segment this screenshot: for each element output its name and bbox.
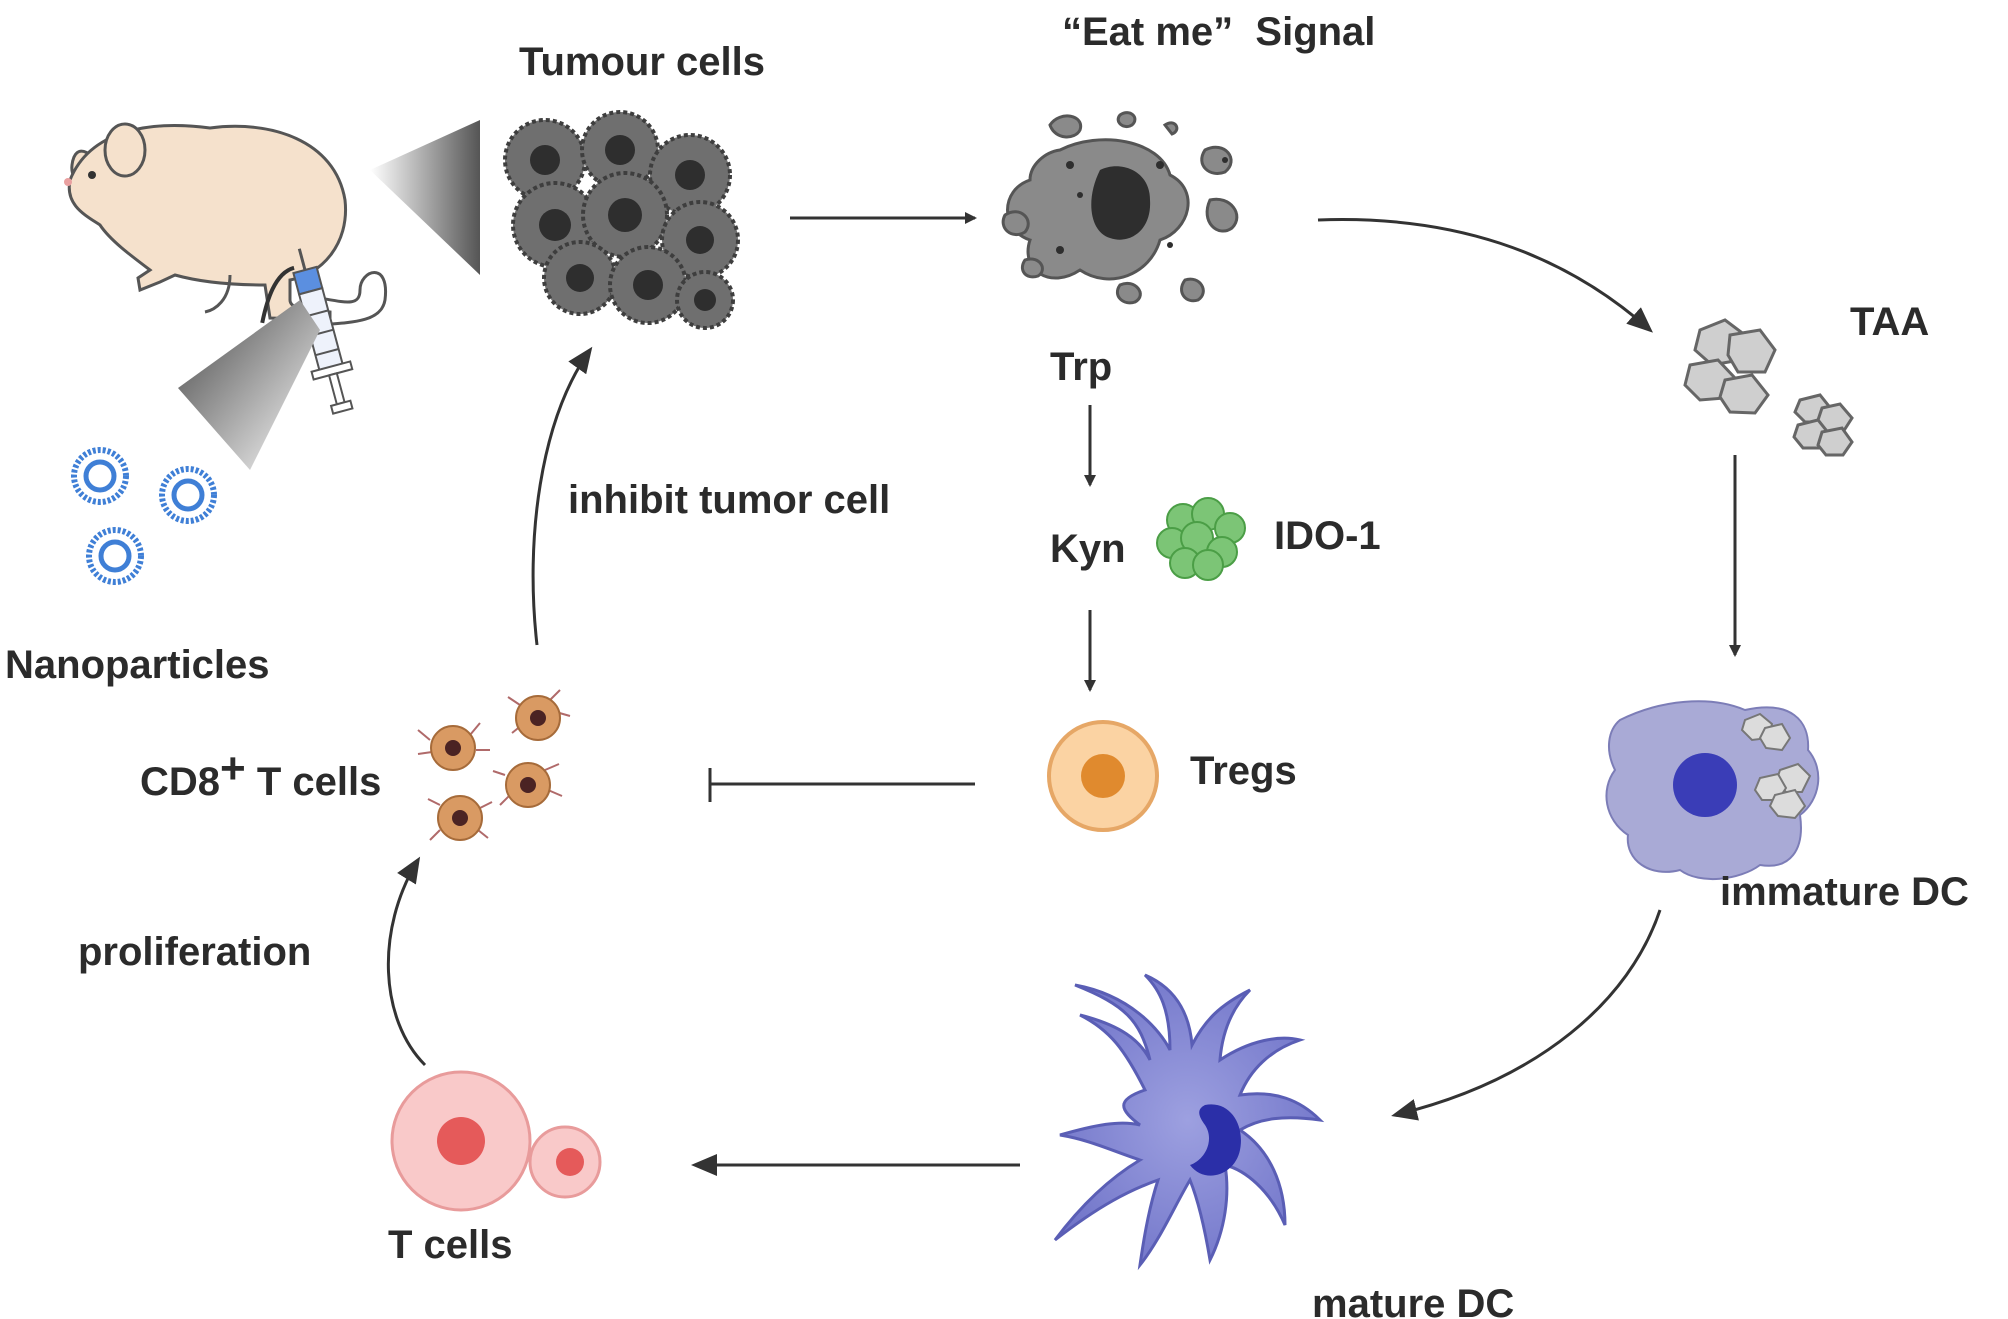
t-cells-illustration	[390, 1070, 602, 1212]
ido1-illustration	[1156, 497, 1246, 581]
taa-illustration	[1683, 318, 1854, 457]
label-trp: Trp	[1050, 345, 1112, 389]
label-tregs: Tregs	[1190, 749, 1297, 793]
cd8-suffix: T cells	[246, 760, 382, 804]
label-nanoparticles: Nanoparticles	[5, 643, 270, 687]
treg-cell-illustration	[1047, 720, 1159, 832]
label-ido1: IDO-1	[1274, 514, 1381, 558]
delivery-cone	[178, 300, 320, 470]
cd8-t-cells-illustration	[417, 689, 571, 841]
mouse-illustration	[64, 122, 388, 350]
label-taa: TAA	[1850, 300, 1929, 344]
label-t-cells: T cells	[388, 1223, 513, 1267]
pathway-arrows	[386, 212, 1741, 1176]
cd8-prefix: CD8	[140, 760, 220, 804]
label-eat-me-signal: “Eat me” Signal	[1062, 10, 1375, 54]
label-proliferation: proliferation	[78, 930, 311, 974]
tumour-cells-illustration	[503, 110, 740, 330]
mature-dc-illustration	[1053, 973, 1325, 1271]
label-tumour-cells: Tumour cells	[519, 40, 765, 84]
arrow-immature-to-mature-dc	[1391, 909, 1662, 1121]
syringe-icon	[260, 248, 354, 415]
arrow-cd8-to-tumour	[531, 346, 593, 646]
label-mature-dc: mature DC	[1312, 1282, 1514, 1319]
arrow-t-cells-to-cd8	[386, 856, 427, 1067]
nanoparticles-icon	[71, 447, 217, 585]
label-cd8-t-cells: CD8+ T cells	[140, 744, 381, 804]
label-kyn: Kyn	[1050, 527, 1126, 571]
immature-dc-illustration	[1605, 700, 1820, 881]
label-immature-dc: immature DC	[1720, 870, 1969, 914]
cd8-plus: +	[220, 744, 246, 793]
label-inhibit-tumor-cell: inhibit tumor cell	[568, 478, 890, 522]
apoptotic-cell-illustration	[1001, 111, 1239, 305]
arrow-signal-to-taa	[1317, 218, 1653, 333]
delivery-cone	[370, 120, 480, 275]
